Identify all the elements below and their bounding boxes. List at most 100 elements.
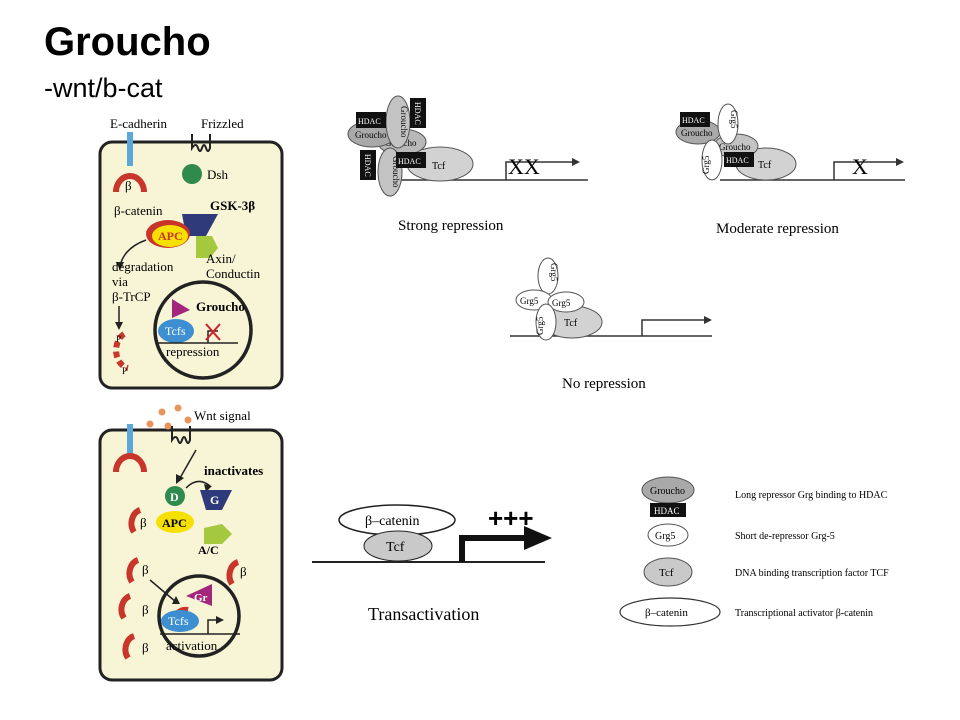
moderate-hdac-2-label: HDAC <box>726 156 749 165</box>
none-grg5-bottom-label: Grg5 <box>535 316 545 335</box>
gsk-inactive <box>200 490 232 510</box>
degradation-label-1: degradation <box>112 259 174 274</box>
strong-promoter <box>505 161 576 180</box>
strong-hdac-3-label: HDAC <box>398 157 421 166</box>
trans-promoter-head <box>524 526 552 550</box>
axin-inactive <box>204 524 232 544</box>
trans-tcf <box>363 530 433 562</box>
strong-groucho-a-label: Groucho <box>355 130 387 140</box>
moderate-grg5-2 <box>701 139 723 181</box>
frizzled-receptor <box>191 134 211 152</box>
strong-hdac-1-label: HDAC <box>358 117 381 126</box>
legend-tcf-icon <box>643 557 693 587</box>
none-grg5-bottom <box>535 303 557 341</box>
wnt-signal-label: Wnt signal <box>194 408 251 423</box>
g-label: G <box>210 493 219 507</box>
beta-catenin-free-5 <box>226 559 240 586</box>
gr-label: Gr <box>194 592 208 604</box>
legend-item-3: DNA binding transcription factor TCF <box>735 568 889 579</box>
moderate-repression-panel: Tcf Groucho Groucho Grg5 Grg5 HDAC HDAC … <box>675 103 905 237</box>
ecadherin-receptor <box>127 132 133 166</box>
activation-label: activation <box>166 638 218 653</box>
frizzled-label: Frizzled <box>201 116 244 131</box>
moderate-promoter-head <box>896 158 904 166</box>
legend-grg5-label: Grg5 <box>655 531 675 542</box>
none-label: No repression <box>562 376 646 392</box>
trans-beta-catenin-label: β–catenin <box>365 514 420 529</box>
nucleus <box>153 280 253 380</box>
apc-label-wnt: APC <box>162 516 187 530</box>
beta-label-1: β <box>140 515 147 530</box>
trans-promoter <box>459 535 528 562</box>
legend-hdac-label: HDAC <box>654 506 680 516</box>
apc-inactive <box>156 511 194 533</box>
dsh-arrow <box>179 449 197 479</box>
strong-xx: XX <box>508 154 540 179</box>
beta-label-3: β <box>142 602 149 617</box>
legend-hdac-icon <box>650 503 686 517</box>
strong-hdac-3 <box>396 152 426 168</box>
tcfs-label-wnt: Tcfs <box>168 614 189 628</box>
moderate-groucho-2-label: Groucho <box>719 142 751 152</box>
groucho-label: Groucho <box>196 299 245 314</box>
beta-catenin-label: β-catenin <box>114 203 163 218</box>
legend-grg5-icon <box>647 523 689 547</box>
beta-catenin-free-3 <box>118 593 132 620</box>
inactivation-arrow <box>185 480 211 489</box>
gsk3b-shape <box>182 214 218 236</box>
beta-catenin-shape <box>113 173 147 193</box>
ecadherin-label: E-cadherin <box>110 116 168 131</box>
promoter-arrow-head-wnt <box>216 616 224 624</box>
moderate-hdac-1-label: HDAC <box>682 116 705 125</box>
beta-label-5: β <box>240 564 247 579</box>
promoter-arrow-wnt <box>207 619 218 634</box>
axin-label-2: Conductin <box>206 266 261 281</box>
dsh-active <box>165 486 185 506</box>
strong-promoter-head <box>572 158 580 166</box>
none-grg5-top-label: Grg5 <box>549 263 559 282</box>
beta-label-2: β <box>142 562 149 577</box>
groucho-displaced <box>186 584 212 606</box>
groucho-shape <box>172 299 190 318</box>
moderate-hdac-2 <box>724 152 754 167</box>
trans-plus: +++ <box>488 503 534 533</box>
slide-subtitle: -wnt/b-cat <box>44 73 163 103</box>
p-label-bottom: P <box>122 366 127 376</box>
apc-label: APC <box>158 229 183 243</box>
strong-hdac-2 <box>410 98 426 128</box>
moderate-tcf-label: Tcf <box>758 160 772 171</box>
beta-catenin-free-2 <box>126 557 140 584</box>
beta-label-4: β <box>142 640 149 655</box>
strong-label: Strong repression <box>398 218 504 234</box>
none-promoter-head <box>704 316 712 324</box>
dsh-circle <box>182 164 202 184</box>
gsk3b-label: GSK-3β <box>210 198 255 213</box>
strong-hdac-2-label: HDAC <box>413 102 422 125</box>
strong-hdac-1 <box>356 112 386 128</box>
trcp-arrow-head <box>115 322 123 330</box>
degradation-label-2: via <box>112 274 128 289</box>
slide-title: Groucho <box>44 20 211 64</box>
no-repression-panel: Tcf Grg5 Grg5 Grg5 Grg5 No repression <box>510 257 712 392</box>
none-promoter <box>641 319 706 336</box>
ecadherin-receptor-wnt <box>127 424 133 456</box>
inactivates-label: inactivates <box>204 463 263 478</box>
frizzled-receptor-wnt <box>171 426 191 444</box>
repression-x <box>205 323 221 341</box>
legend-tcf-label: Tcf <box>659 567 674 579</box>
trans-tcf-label: Tcf <box>386 540 405 555</box>
transactivation-panel: β–catenin Tcf +++ Transactivation <box>312 503 552 624</box>
moderate-groucho-1-label: Groucho <box>681 128 713 138</box>
nucleus-wnt <box>157 574 241 658</box>
legend-groucho-label: Groucho <box>650 486 685 497</box>
cell-no-wnt: E-cadherin Frizzled β Dsh β-catenin GSK-… <box>98 116 284 390</box>
wnt-ligand-4 <box>164 422 172 430</box>
beta-catenin-free-1 <box>128 507 142 534</box>
moderate-hdac-1 <box>680 112 710 127</box>
moderate-grg5-1 <box>717 103 739 145</box>
legend: Groucho HDAC Long repressor Grg binding … <box>619 476 889 627</box>
strong-tcf-label: Tcf <box>432 161 446 172</box>
strong-repression-panel: Tcf Groucho Groucho Groucho Groucho HDAC… <box>347 95 588 234</box>
trans-label: Transactivation <box>368 604 479 624</box>
